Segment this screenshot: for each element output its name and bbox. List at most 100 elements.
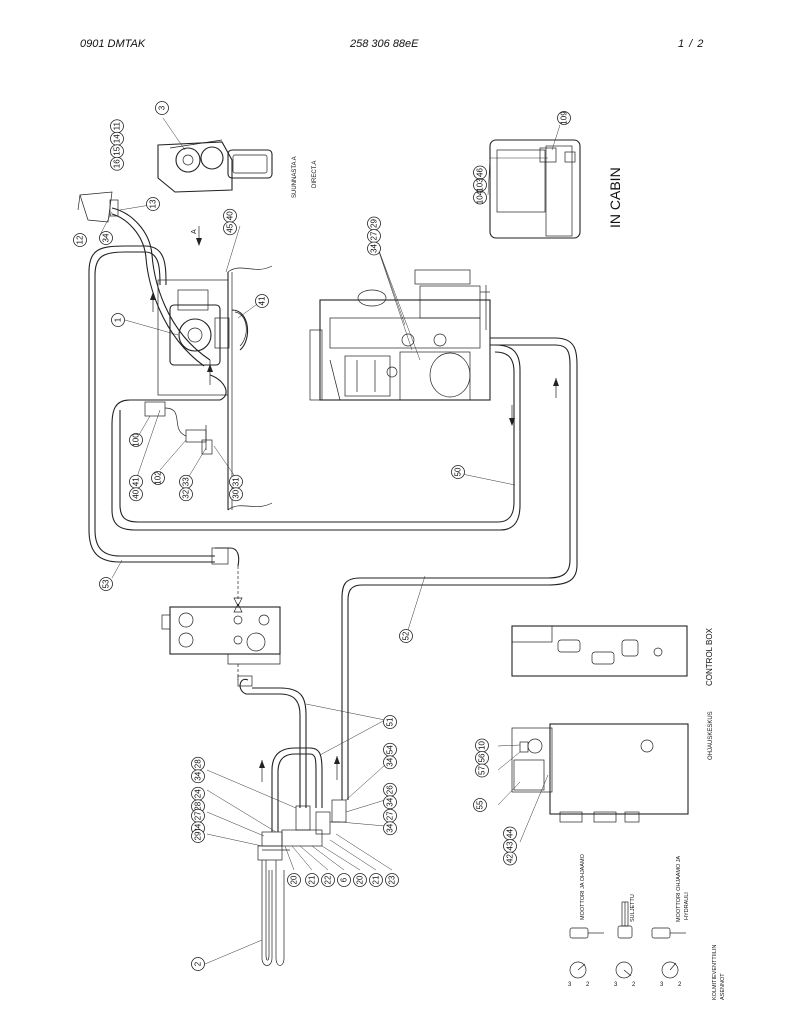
callout-number: 51 <box>386 717 395 726</box>
callout-number: 3 <box>158 105 167 110</box>
callout-c-50: 50 <box>451 465 465 479</box>
svg-text:2: 2 <box>678 982 682 988</box>
callout-number: 41 <box>132 477 141 486</box>
callout-circle <box>473 798 487 812</box>
callout-circle <box>353 873 367 887</box>
callout-c-1: 1 <box>111 313 125 327</box>
fuel-pump-detail <box>157 117 273 193</box>
svg-text:2: 2 <box>586 982 590 988</box>
callout-number: 27 <box>386 811 395 820</box>
callout-c-20b: 20 <box>353 873 367 887</box>
callout-number: 15 <box>113 146 122 155</box>
callout-number: 1 <box>114 317 123 322</box>
control-box-top <box>511 625 688 677</box>
callout-circle <box>73 233 87 247</box>
callout-number: 46 <box>476 168 485 177</box>
legend-label-moottori-ohjaamo: MOOTTORI JA OHJAAMO <box>580 853 586 920</box>
callout-number: 53 <box>102 579 111 588</box>
callout-number: 11 <box>113 122 122 131</box>
ohjauskeskus-label: OHJAUSKESKUS <box>708 711 714 760</box>
callout-circle <box>399 629 413 643</box>
callout-number: 40 <box>132 489 141 498</box>
callout-circle <box>557 111 571 125</box>
callout-number: 54 <box>386 745 395 754</box>
callout-number: 21 <box>308 875 317 884</box>
control-box-front <box>497 723 689 843</box>
callout-c-109: 109 <box>557 111 571 125</box>
callout-number: 20 <box>290 875 299 884</box>
callout-number: 27 <box>194 811 203 820</box>
control-box-label: CONTROL BOX <box>705 627 714 686</box>
callout-number: 52 <box>402 631 411 640</box>
callout-c-12: 12 <box>73 233 87 247</box>
callout-circle <box>451 465 465 479</box>
callout-circle <box>383 821 397 836</box>
callout-number: 42 <box>506 854 515 863</box>
callout-number: 34 <box>370 244 379 253</box>
page-number: 1 / 2 <box>678 38 705 50</box>
callout-number: 13 <box>149 199 158 208</box>
callout-number: 14 <box>113 134 122 143</box>
callout-c-21a: 21 <box>305 873 319 887</box>
callout-circle <box>321 873 335 887</box>
callout-number: 29 <box>194 831 203 840</box>
callout-number: 26 <box>386 785 395 794</box>
fuel-tank-hose <box>77 191 211 367</box>
callout-number: 29 <box>370 219 379 228</box>
callout-number: 33 <box>182 477 191 486</box>
callout-circle <box>191 829 205 843</box>
callout-circle <box>383 715 397 729</box>
heating-element <box>204 845 285 966</box>
callout-circle <box>475 763 489 778</box>
doc-number: 258 306 88eE <box>350 38 419 50</box>
callout-circle <box>191 957 205 971</box>
callout-c-13: 13 <box>146 197 160 211</box>
callout-c-23: 23 <box>385 873 399 887</box>
callout-c-41: 41 <box>255 294 269 308</box>
sensor-assembly <box>135 401 237 481</box>
callout-number: 104 <box>476 190 485 204</box>
callout-circle <box>383 795 397 810</box>
svg-text:2: 2 <box>632 982 636 988</box>
callout-c-21b: 21 <box>369 873 383 887</box>
callout-number: 44 <box>506 829 515 838</box>
callout-number: 30 <box>232 489 241 498</box>
callout-number: 20 <box>356 875 365 884</box>
callout-number: 2 <box>194 961 203 966</box>
callout-c-102: 102 <box>151 471 165 485</box>
callout-number: 16 <box>113 159 122 168</box>
callout-circle <box>305 873 319 887</box>
legend-title-1: KOLMITIEVENTTIILIN <box>712 945 718 1000</box>
engine-block <box>309 239 491 401</box>
callout-c-51: 51 <box>383 715 397 729</box>
callout-circle <box>385 873 399 887</box>
callout-circle <box>111 313 125 327</box>
legend-label-hydrauli-1: MOOTTORI OHJAAMO JA <box>676 855 682 922</box>
callout-circle <box>503 851 517 866</box>
callout-number: 40 <box>226 211 235 220</box>
callout-number: 10 <box>478 741 487 750</box>
callout-c-22: 22 <box>321 873 335 887</box>
callout-circle <box>179 487 193 502</box>
callout-number: 34 <box>386 757 395 766</box>
callout-circle <box>473 190 487 205</box>
callout-circle <box>99 231 113 245</box>
callout-circle <box>129 487 143 502</box>
callout-circle <box>191 769 205 784</box>
suunnasta-label: SUUNNASTA A <box>292 156 298 198</box>
callout-circle <box>229 487 243 502</box>
coolant-hose-51 <box>237 675 386 832</box>
in-cabin-label: IN CABIN <box>607 167 623 228</box>
callout-circle <box>287 873 301 887</box>
callout-number: 22 <box>324 875 333 884</box>
view-a-label: A <box>191 229 198 234</box>
callout-number: 28 <box>194 801 203 810</box>
